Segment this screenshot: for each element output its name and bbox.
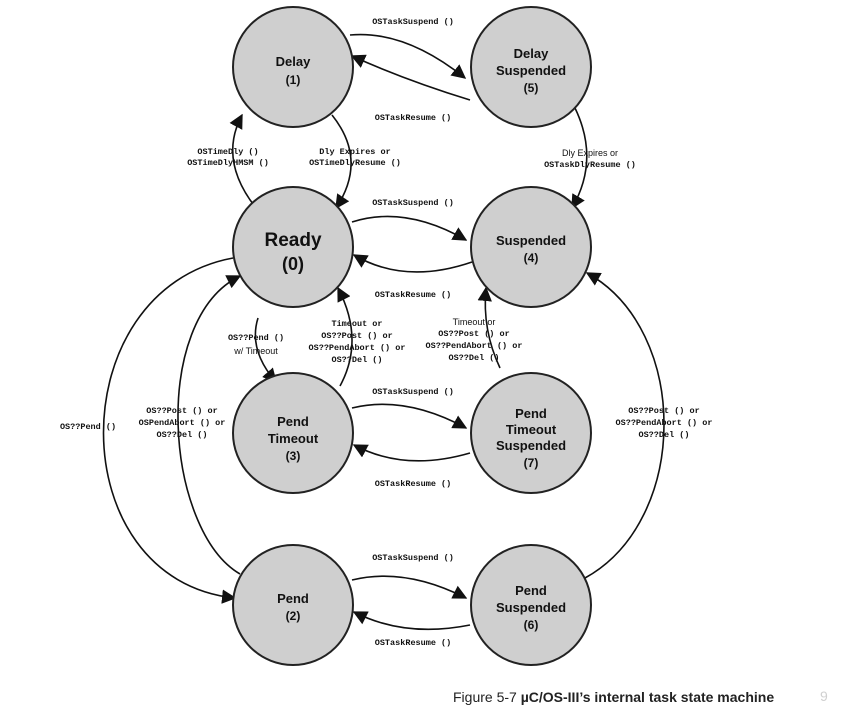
label-pend-wt-1: OS??Pend () [228,333,284,343]
state-ready: Ready (0) [232,186,354,308]
state-delay-name: Delay [276,54,311,69]
state-pend: Pend (2) [232,544,354,666]
state-pend-timeout-num: (3) [286,449,301,463]
edge-pt-suspended-to-pend-timeout [352,444,471,462]
edge-pend-timeout-to-pt-suspended [351,403,468,429]
edge-ready-to-suspended [351,215,468,241]
state-ready-num: (0) [282,254,304,274]
state-pt-suspended-name1: Pend [515,406,547,421]
label-dly-expires-right-1: Dly Expires or [562,148,618,158]
label-post-right-2: OS??PendAbort () or [616,418,713,428]
state-delay-num: (1) [286,73,301,87]
label-post-right-3: OS??Del () [638,430,689,440]
label-timeout-4: OS??Del () [331,355,382,365]
edge-pend-timeout-to-ready [337,286,353,387]
label-suspend-pend: OSTaskSuspend () [372,553,454,563]
label-post-left-2: OSPendAbort () or [139,418,226,428]
label-dly-expires-1: Dly Expires or [319,147,390,157]
label-resume-ready: OSTaskResume () [375,290,452,300]
label-suspend-ready: OSTaskSuspend () [372,198,454,208]
label-resume-pt: OSTaskResume () [375,479,452,489]
state-pt-suspended-name3: Suspended [496,438,566,453]
edge-pend-to-ready [177,275,242,575]
state-pend-timeout-name1: Pend [277,414,309,429]
label-dly-expires-right-2: OSTaskDlyResume () [544,160,636,170]
edge-pend-suspended-to-pend [352,611,471,631]
state-pend-suspended-name1: Pend [515,583,547,598]
state-suspended-name: Suspended [496,233,566,248]
state-suspended-num: (4) [524,251,539,265]
state-delay-suspended-num: (5) [524,81,539,95]
state-pt-suspended-num: (7) [524,456,539,470]
label-timedly-1: OSTimeDly () [197,147,258,157]
state-pend-suspended: Pend Suspended (6) [470,544,592,666]
label-post-left-3: OS??Del () [156,430,207,440]
edge-delay-to-delay-suspended [349,33,467,79]
figure-caption: Figure 5-7 µC/OS-III’s internal task sta… [453,689,774,705]
label-timedly-2: OSTimeDlyHMSM () [187,158,269,168]
state-delay-suspended: Delay Suspended (5) [470,6,592,128]
label-ospend: OS??Pend () [60,422,116,432]
caption-prefix: Figure 5-7 [453,689,521,705]
label-resume-pend: OSTaskResume () [375,638,452,648]
edge-suspended-to-ready [352,254,473,273]
edge-delay-to-ready [331,114,352,210]
label-post-right-1: OS??Post () or [628,406,699,416]
label-timeout-3: OS??PendAbort () or [309,343,406,353]
state-ready-name: Ready [264,230,321,251]
label-resume-top: OSTaskResume () [375,113,452,123]
edge-delay-suspended-to-suspended [571,107,588,210]
label-timeout-r-1: Timeout or [453,317,496,327]
edge-ready-to-delay [229,113,257,209]
state-delay: Delay (1) [232,6,354,128]
label-dly-expires-2: OSTimeDlyResume () [309,158,401,168]
state-pend-suspended-name2: Suspended [496,600,566,615]
label-timeout-1: Timeout or [331,319,382,329]
label-timeout-r-3: OS??PendAbort () or [426,341,523,351]
state-pt-suspended-name2: Timeout [506,422,557,437]
edge-delay-suspended-to-delay [350,54,471,101]
edge-pend-to-pend-suspended [351,575,468,599]
state-pend-timeout-name2: Timeout [268,431,319,446]
label-timeout-r-2: OS??Post () or [438,329,509,339]
state-delay-suspended-name1: Delay [514,46,549,61]
watermark-text: 9 [820,688,828,704]
edge-pt-suspended-to-suspended [477,286,501,369]
state-delay-suspended-name2: Suspended [496,63,566,78]
edge-pend-suspended-to-suspended [584,272,665,579]
label-post-left-1: OS??Post () or [146,406,217,416]
state-pend-name: Pend [277,591,309,606]
label-suspend-top: OSTaskSuspend () [372,17,454,27]
label-timeout-2: OS??Post () or [321,331,392,341]
state-pend-num: (2) [286,609,301,623]
edge-ready-to-pend [102,257,237,604]
state-pend-timeout-suspended: Pend Timeout Suspended (7) [470,372,592,494]
label-timeout-r-4: OS??Del () [448,353,499,363]
label-pend-wt-2: w/ Timeout [233,346,278,356]
label-suspend-pt: OSTaskSuspend () [372,387,454,397]
state-pend-suspended-num: (6) [524,618,539,632]
state-suspended: Suspended (4) [470,186,592,308]
state-pend-timeout: Pend Timeout (3) [232,372,354,494]
caption-title: µC/OS-III’s internal task state machine [520,689,775,705]
